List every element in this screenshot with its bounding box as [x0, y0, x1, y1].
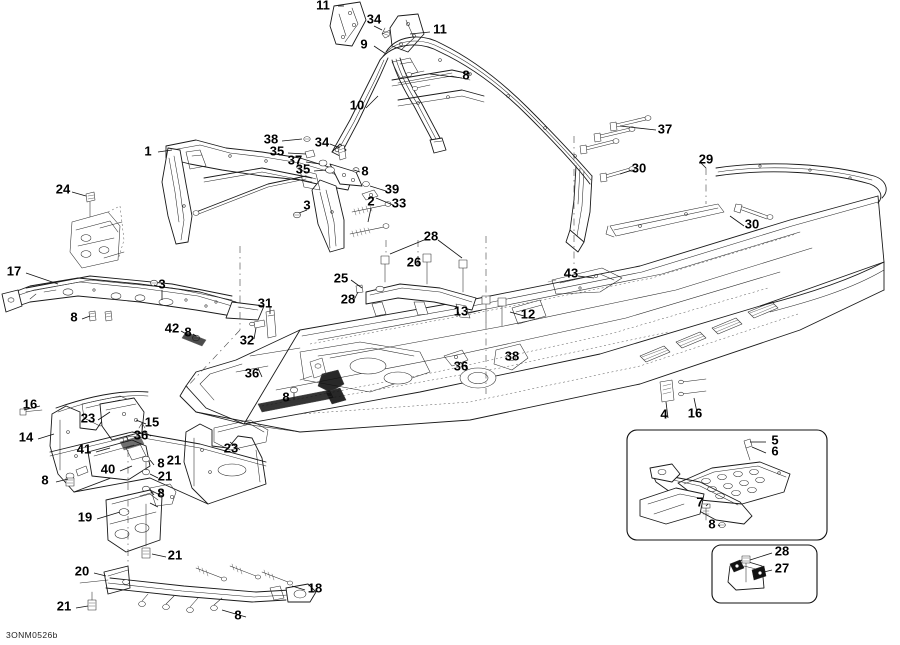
callout-number-35: 35	[296, 161, 310, 176]
catalog-code: 3ONM0526b	[6, 630, 58, 640]
callout-number-34: 34	[367, 11, 382, 26]
callout-number-8: 8	[234, 607, 241, 622]
lower-bracket-assembly	[19, 391, 269, 580]
callout-number-3: 3	[303, 197, 310, 212]
roll-cage-assembly	[329, 1, 652, 253]
left-bracket-assembly	[1, 191, 265, 347]
callout-number-39: 39	[385, 181, 399, 196]
callout-number-23: 23	[224, 440, 238, 455]
callout-number-20: 20	[75, 563, 89, 578]
callout-number-8: 8	[184, 324, 191, 339]
callout-number-34: 34	[315, 134, 330, 149]
callout-number-37: 37	[288, 152, 302, 167]
callout-number-38: 38	[505, 348, 519, 363]
callout-number-21: 21	[168, 547, 182, 562]
callout-number-30: 30	[745, 216, 759, 231]
callout-number-42: 42	[165, 320, 179, 335]
inset-running-board	[626, 429, 828, 541]
inset-clip	[711, 544, 818, 604]
callout-number-8: 8	[708, 516, 715, 531]
callout-number-15: 15	[145, 414, 159, 429]
callout-number-36: 36	[454, 358, 468, 373]
callout-number-30: 30	[632, 160, 646, 175]
callout-number-8: 8	[157, 485, 164, 500]
callout-number-8: 8	[361, 163, 368, 178]
callout-number-23: 23	[81, 410, 95, 425]
callout-number-2: 2	[367, 193, 374, 208]
callout-number-21: 21	[167, 452, 181, 467]
callout-number-43: 43	[564, 265, 578, 280]
callout-number-3: 3	[158, 276, 165, 291]
callout-number-25: 25	[334, 270, 348, 285]
callout-number-29: 29	[699, 151, 713, 166]
callout-number-40: 40	[101, 461, 115, 476]
callout-number-12: 12	[521, 306, 535, 321]
callout-number-19: 19	[78, 509, 92, 524]
tunnel-chassis	[179, 136, 887, 433]
callout-number-1: 1	[144, 143, 151, 158]
callout-number-6: 6	[771, 443, 778, 458]
callout-number-8: 8	[157, 455, 164, 470]
bolt-30-left	[599, 166, 636, 183]
callout-number-27: 27	[775, 560, 789, 575]
callout-number-32: 32	[240, 332, 254, 347]
callout-number-35: 35	[270, 143, 284, 158]
callout-number-4: 4	[660, 406, 668, 421]
callout-number-24: 24	[56, 181, 71, 196]
front-frame-assembly	[161, 136, 392, 253]
callout-number-41: 41	[77, 441, 91, 456]
callout-number-33: 33	[392, 195, 406, 210]
callout-number-10: 10	[350, 97, 364, 112]
callout-number-16: 16	[688, 405, 702, 420]
callout-number-38: 38	[264, 131, 278, 146]
callout-number-11: 11	[316, 0, 330, 12]
callout-number-21: 21	[57, 598, 71, 613]
callout-number-8: 8	[462, 67, 469, 82]
callout-number-18: 18	[308, 580, 322, 595]
callout-number-28: 28	[424, 228, 438, 243]
callout-number-36: 36	[245, 365, 259, 380]
callout-number-14: 14	[19, 429, 34, 444]
rear-crossmember-assembly	[79, 563, 317, 613]
callout-number-11: 11	[433, 21, 447, 36]
callout-number-9: 9	[360, 36, 367, 51]
callout-number-8: 8	[70, 309, 77, 324]
callout-number-13: 13	[454, 303, 468, 318]
callout-number-8: 8	[282, 389, 289, 404]
callout-number-31: 31	[258, 295, 272, 310]
callout-number-layer: 1233456788888888889101111121314151616171…	[7, 0, 789, 622]
callout-number-28: 28	[775, 543, 789, 558]
callout-number-26: 26	[407, 254, 421, 269]
callout-number-21: 21	[158, 468, 172, 483]
callout-number-16: 16	[23, 396, 37, 411]
callout-number-5: 5	[771, 432, 778, 447]
callout-number-36: 36	[134, 427, 148, 442]
leader-lines	[23, 5, 773, 618]
bolt-group-2	[349, 201, 392, 238]
bolt-group-37	[579, 115, 652, 155]
callout-number-17: 17	[7, 263, 21, 278]
callout-number-8: 8	[41, 472, 48, 487]
callout-number-7: 7	[696, 494, 703, 509]
callout-number-28: 28	[341, 291, 355, 306]
callout-number-37: 37	[658, 121, 672, 136]
